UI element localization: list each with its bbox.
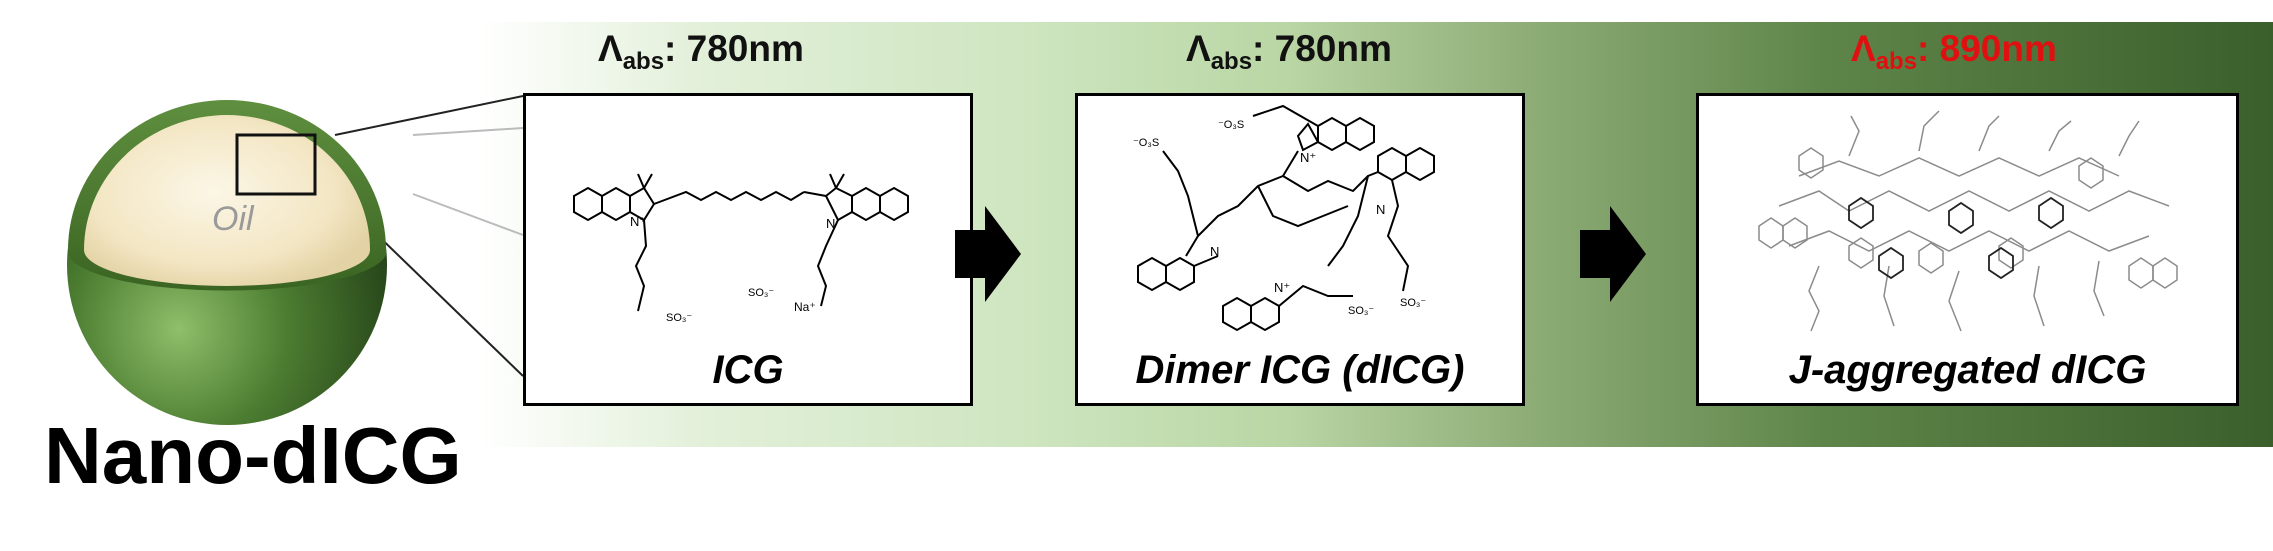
oil-label: Oil xyxy=(212,200,255,238)
heading-dicg: Λabs: 780nm xyxy=(1186,28,1392,75)
arrow-right-icon xyxy=(1580,206,1646,302)
svg-text:SO₃⁻: SO₃⁻ xyxy=(1400,297,1426,309)
page-title: Nano-dICG xyxy=(44,411,462,500)
svg-text:N: N xyxy=(1376,202,1385,217)
svg-text:⁻O₃S: ⁻O₃S xyxy=(1218,119,1244,131)
j-aggregate-structure xyxy=(1758,110,2178,332)
counterion-label: Na⁺ xyxy=(794,300,816,314)
svg-text:SO₃⁻: SO₃⁻ xyxy=(1348,305,1374,317)
svg-text:N: N xyxy=(1210,244,1219,259)
icg-structure: N⁺ N SO₃⁻ SO₃⁻ Na⁺ xyxy=(573,173,909,324)
svg-text:N⁺: N⁺ xyxy=(1300,150,1316,165)
svg-text:⁻O₃S: ⁻O₃S xyxy=(1133,137,1159,149)
heading-icg: Λabs: 780nm xyxy=(598,28,804,75)
dicg-structure: N⁺ N N N⁺ ⁻O₃S ⁻O₃S SO₃⁻ SO₃⁻ xyxy=(1133,104,1435,332)
svg-text:SO₃⁻: SO₃⁻ xyxy=(666,312,692,324)
heading-j-aggregate: Λabs: 890nm xyxy=(1851,28,2057,75)
panel-dicg: N⁺ N N N⁺ ⁻O₃S ⁻O₃S SO₃⁻ SO₃⁻ Dimer ICG … xyxy=(1075,93,1525,406)
panel-label-dicg: Dimer ICG (dICG) xyxy=(1135,348,1465,392)
svg-text:N: N xyxy=(826,216,835,231)
arrow-right-icon xyxy=(955,206,1021,302)
svg-text:N⁺: N⁺ xyxy=(630,214,646,229)
panel-label-j-aggregate: J-aggregated dICG xyxy=(1788,348,2147,392)
svg-text:N⁺: N⁺ xyxy=(1274,280,1290,295)
nanoparticle-sphere: Oil xyxy=(62,100,392,430)
panel-label-icg: ICG xyxy=(712,348,784,392)
panel-j-aggregate: J-aggregated dICG xyxy=(1696,93,2239,406)
svg-text:SO₃⁻: SO₃⁻ xyxy=(748,287,774,299)
panel-icg: N⁺ N SO₃⁻ SO₃⁻ Na⁺ ICG xyxy=(523,93,973,406)
